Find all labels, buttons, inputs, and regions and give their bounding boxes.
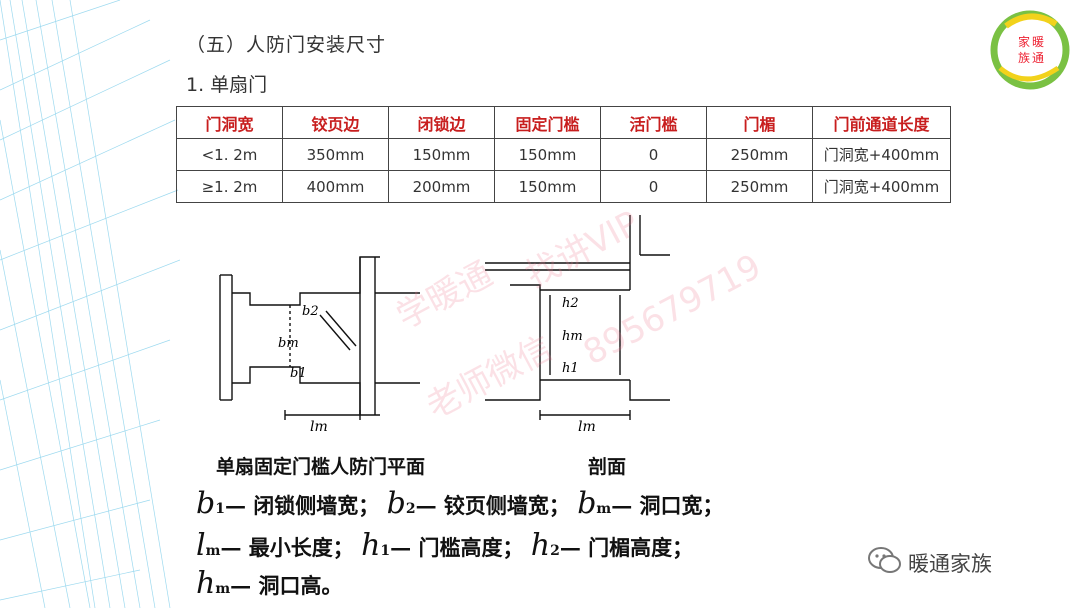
table-cell: 400mm <box>282 170 389 203</box>
plan-caption: 单扇固定门槛人防门平面 <box>216 456 426 478</box>
section-label-h1: h1 <box>562 361 579 376</box>
section-label-h2: h2 <box>562 296 579 311</box>
wechat-icon <box>868 547 901 573</box>
door-technical-drawing: b2 bm b1 lm h2 hm h1 lm <box>219 215 670 435</box>
legend-symbol: b <box>577 486 597 521</box>
legend-symbol: b <box>386 486 406 521</box>
table-cell: 250mm <box>706 170 813 203</box>
legend-line-3: hm— 洞口高。 <box>196 566 342 601</box>
legend-text: — 闭锁侧墙宽； <box>224 493 380 518</box>
table-cell: ≥1. 2m <box>176 170 283 203</box>
plan-view <box>219 256 420 420</box>
section-caption: 剖面 <box>588 456 627 478</box>
header-corridor-length: 门前通道长度 <box>812 106 951 139</box>
legend-subscript: 2 <box>405 501 416 517</box>
sub-title: 1. 单扇门 <box>186 74 268 96</box>
header-movable-sill: 活门槛 <box>600 106 707 139</box>
table-cell: 200mm <box>388 170 495 203</box>
legend-subscript: m <box>205 543 221 559</box>
table-cell: <1. 2m <box>176 138 283 171</box>
legend-symbol: b <box>196 486 216 521</box>
logo-char-4: 通 <box>1032 51 1044 65</box>
legend-line-1: b1— 闭锁侧墙宽； b2— 铰页侧墙宽； bm— 洞口宽； <box>196 486 724 521</box>
legend-text: — 铰页侧墙宽； <box>415 493 570 518</box>
table-cell: 350mm <box>282 138 389 171</box>
table-cell: 250mm <box>706 138 813 171</box>
legend-line-2: lm— 最小长度； h1— 门槛高度； h2— 门楣高度； <box>196 528 693 563</box>
header-lintel: 门楣 <box>706 106 813 139</box>
legend-subscript: 2 <box>550 543 560 559</box>
legend-subscript: m <box>596 501 612 517</box>
plan-label-bm: bm <box>278 336 299 351</box>
wechat-account-name: 暖通家族 <box>908 552 992 576</box>
brand-logo: 家 暖 族 通 <box>990 10 1070 90</box>
header-door-width: 门洞宽 <box>176 106 283 139</box>
legend-symbol: h <box>196 566 216 601</box>
section-title: （五）人防门安装尺寸 <box>186 34 387 56</box>
decorative-wireframe <box>0 0 180 608</box>
logo-char-1: 家 <box>1018 34 1030 49</box>
plan-label-b2: b2 <box>302 304 319 319</box>
table-row: <1. 2m 350mm 150mm 150mm 0 250mm 门洞宽+400… <box>176 138 951 171</box>
legend-text: — 洞口高。 <box>230 573 343 598</box>
section-label-lm: lm <box>578 419 596 435</box>
legend-text: — 门槛高度； <box>390 535 524 560</box>
table-cell: 150mm <box>388 138 495 171</box>
table-cell: 门洞宽+400mm <box>812 170 951 203</box>
table-cell: 门洞宽+400mm <box>812 138 951 171</box>
legend-text: — 门楣高度； <box>559 535 694 560</box>
legend-subscript: 1 <box>215 501 225 517</box>
wechat-account-badge: 暖通家族 <box>868 544 1068 580</box>
table-cell: 150mm <box>494 138 601 171</box>
plan-label-b1: b1 <box>290 366 307 381</box>
table-header-row: 门洞宽 铰页边 闭锁边 固定门槛 活门槛 门楣 门前通道长度 <box>176 106 951 139</box>
legend-symbol: h <box>361 528 381 563</box>
header-hinge-side: 铰页边 <box>282 106 389 139</box>
logo-char-2: 暖 <box>1032 35 1044 49</box>
plan-label-lm: lm <box>310 419 328 435</box>
legend-text: — 最小长度； <box>220 535 354 560</box>
table-cell: 150mm <box>494 170 601 203</box>
section-view <box>485 215 670 420</box>
legend-symbol: l <box>196 528 206 563</box>
legend-subscript: m <box>215 581 231 597</box>
table-cell: 0 <box>600 138 707 171</box>
logo-char-3: 族 <box>1018 51 1030 65</box>
table-cell: 0 <box>600 170 707 203</box>
header-fixed-sill: 固定门槛 <box>494 106 601 139</box>
door-size-table: 门洞宽 铰页边 闭锁边 固定门槛 活门槛 门楣 门前通道长度 <1. 2m 35… <box>176 106 951 203</box>
header-lock-side: 闭锁边 <box>388 106 495 139</box>
section-label-hm: hm <box>562 329 583 344</box>
legend-text: — 洞口宽； <box>611 493 724 518</box>
legend-subscript: 1 <box>380 543 391 559</box>
table-row: ≥1. 2m 400mm 200mm 150mm 0 250mm 门洞宽+400… <box>176 170 951 203</box>
legend-symbol: h <box>530 528 551 563</box>
